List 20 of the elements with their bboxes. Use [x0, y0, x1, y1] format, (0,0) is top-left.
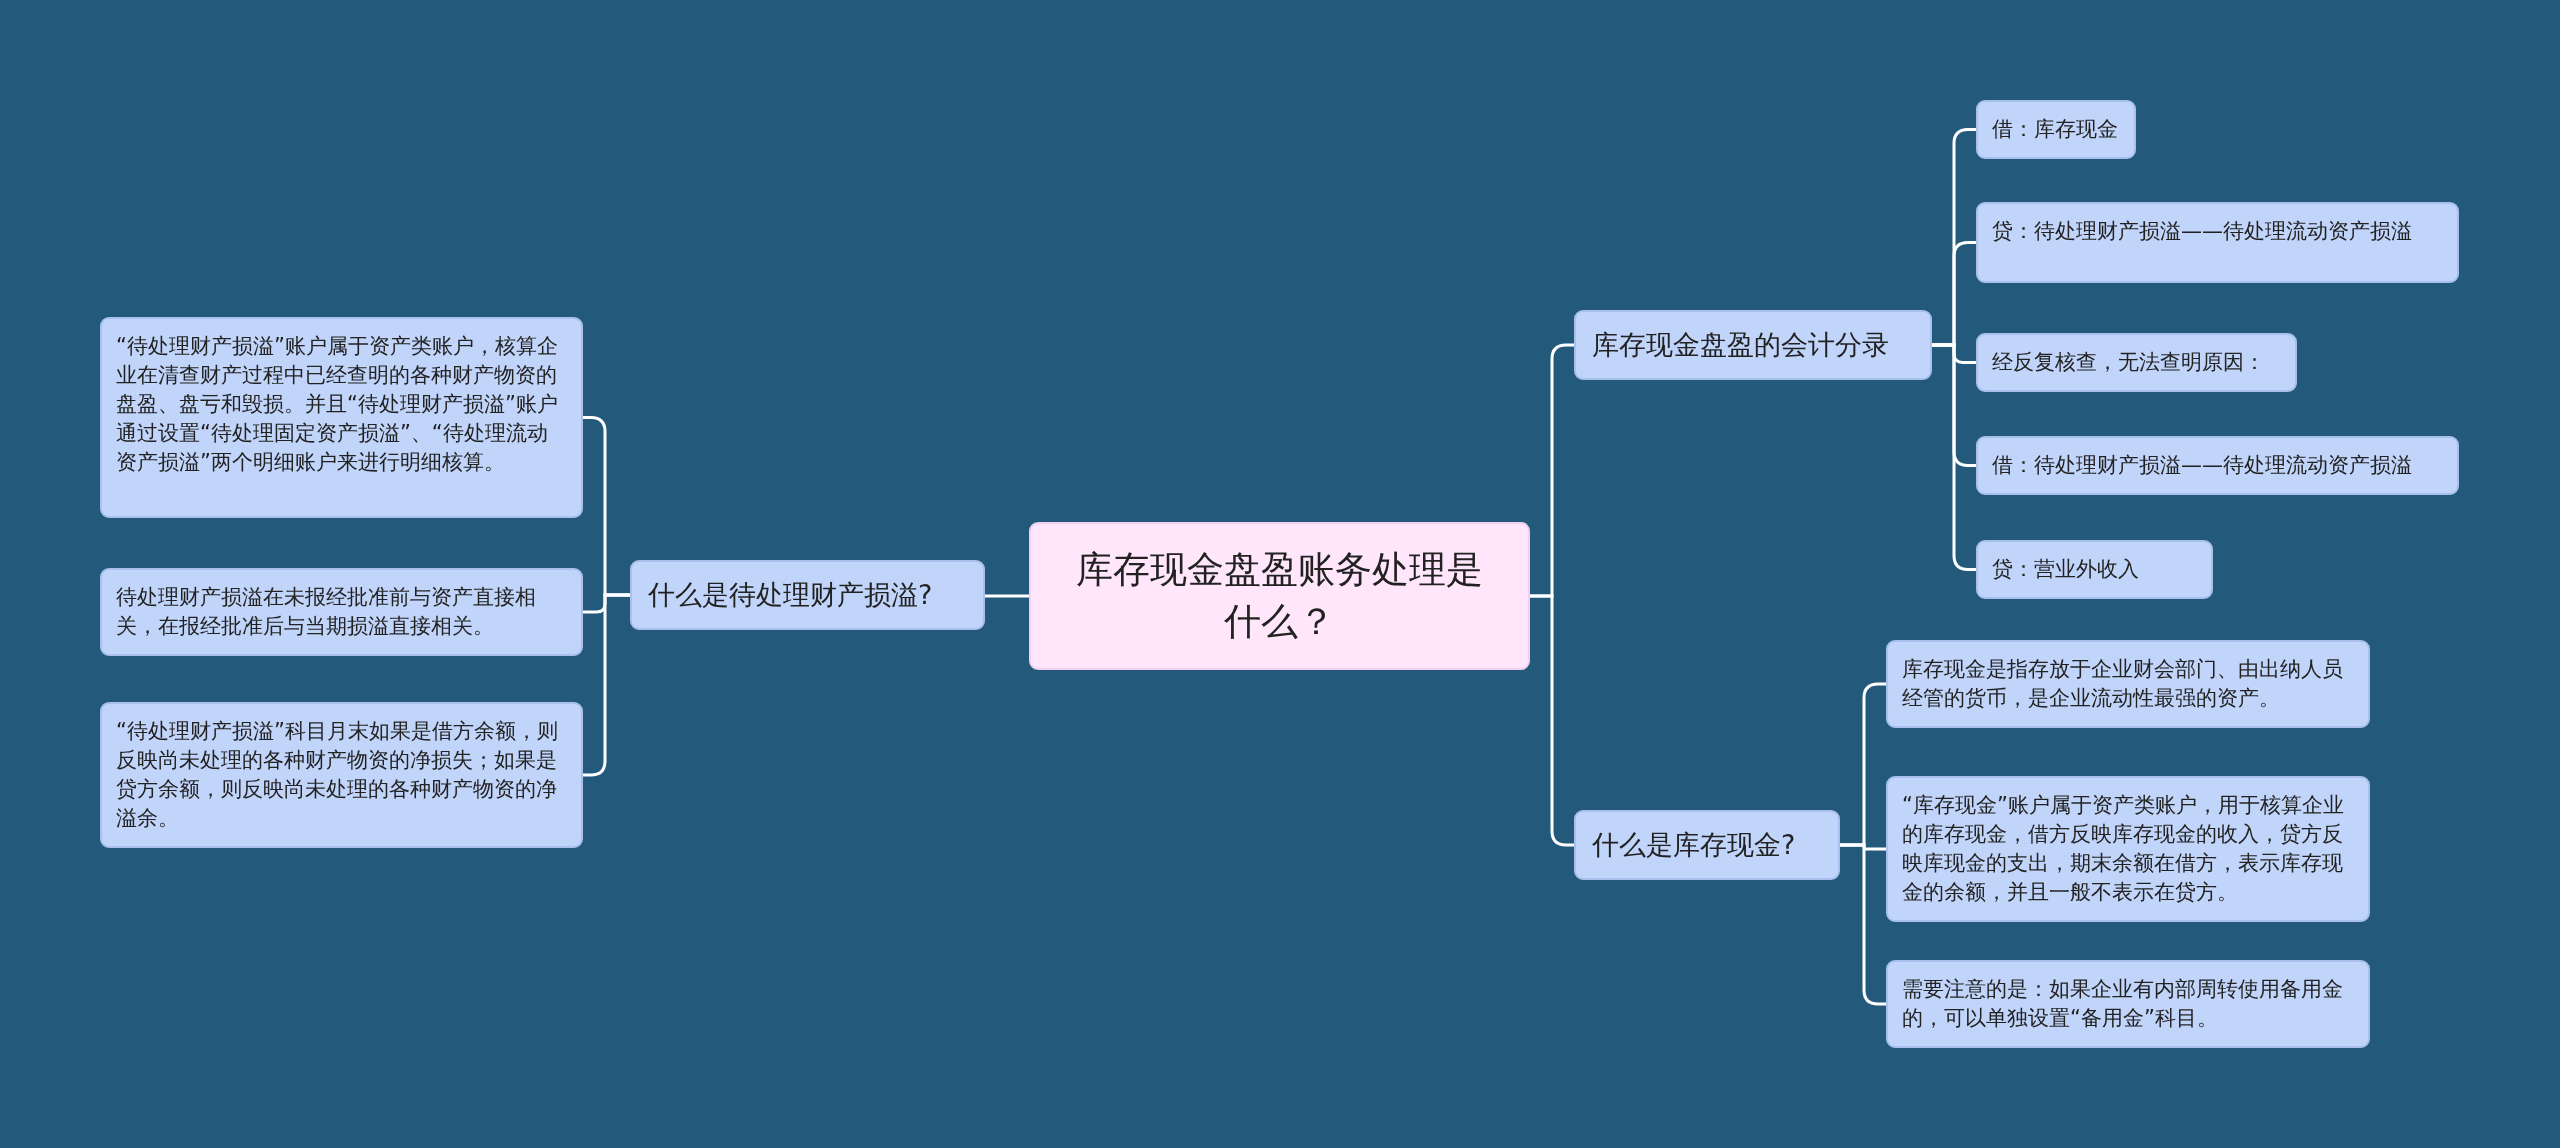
- leaf-box: 借：库存现金: [1976, 100, 2136, 159]
- connector: [985, 594, 1029, 598]
- leaf-box: “待处理财产损溢”账户属于资产类账户，核算企业在清查财产过程中已经查明的各种财产物资的盘盈、盘亏和毁损。并且“待处理财产损溢”账户通过设置“待处理固定资产损溢”、“待处理流动资产损溢”两个明细账户来进行明细核算。: [100, 317, 583, 518]
- connector: [1530, 594, 1574, 847]
- branch-box: 什么是库存现金?: [1574, 810, 1840, 880]
- connector: [583, 593, 630, 777]
- leaf-box: 需要注意的是：如果企业有内部周转使用备用金的，可以单独设置“备用金”科目。: [1886, 960, 2370, 1048]
- connector: [1932, 343, 1976, 571]
- leaf-box: 借：待处理财产损溢——待处理流动资产损溢: [1976, 436, 2459, 495]
- leaf-box: 贷：待处理财产损溢——待处理流动资产损溢: [1976, 202, 2459, 283]
- branch-box: 什么是待处理财产损溢?: [630, 560, 985, 630]
- leaf-box: “待处理财产损溢”科目月末如果是借方余额，则反映尚未处理的各种财产物资的净损失；如果是贷方余额，则反映尚未处理的各种财产物资的净溢余。: [100, 702, 583, 848]
- leaf-box: 贷：营业外收入: [1976, 540, 2213, 599]
- leaf-box: 经反复核查，无法查明原因：: [1976, 333, 2297, 392]
- leaf-box: 待处理财产损溢在未报经批准前与资产直接相关，在报经批准后与当期损溢直接相关。: [100, 568, 583, 656]
- topic-box: 库存现金盘盈账务处理是什么？: [1029, 522, 1530, 670]
- branch-box: 库存现金盘盈的会计分录: [1574, 310, 1932, 380]
- leaf-box: “库存现金”账户属于资产类账户，用于核算企业的库存现金，借方反映库存现金的收入，贷方反映库现金的支出，期末余额在借方，表示库存现金的余额，并且一般不表示在贷方。: [1886, 776, 2370, 922]
- connector: [1840, 843, 1886, 1006]
- leaf-box: 库存现金是指存放于企业财会部门、由出纳人员经管的货币，是企业流动性最强的资产。: [1886, 640, 2370, 728]
